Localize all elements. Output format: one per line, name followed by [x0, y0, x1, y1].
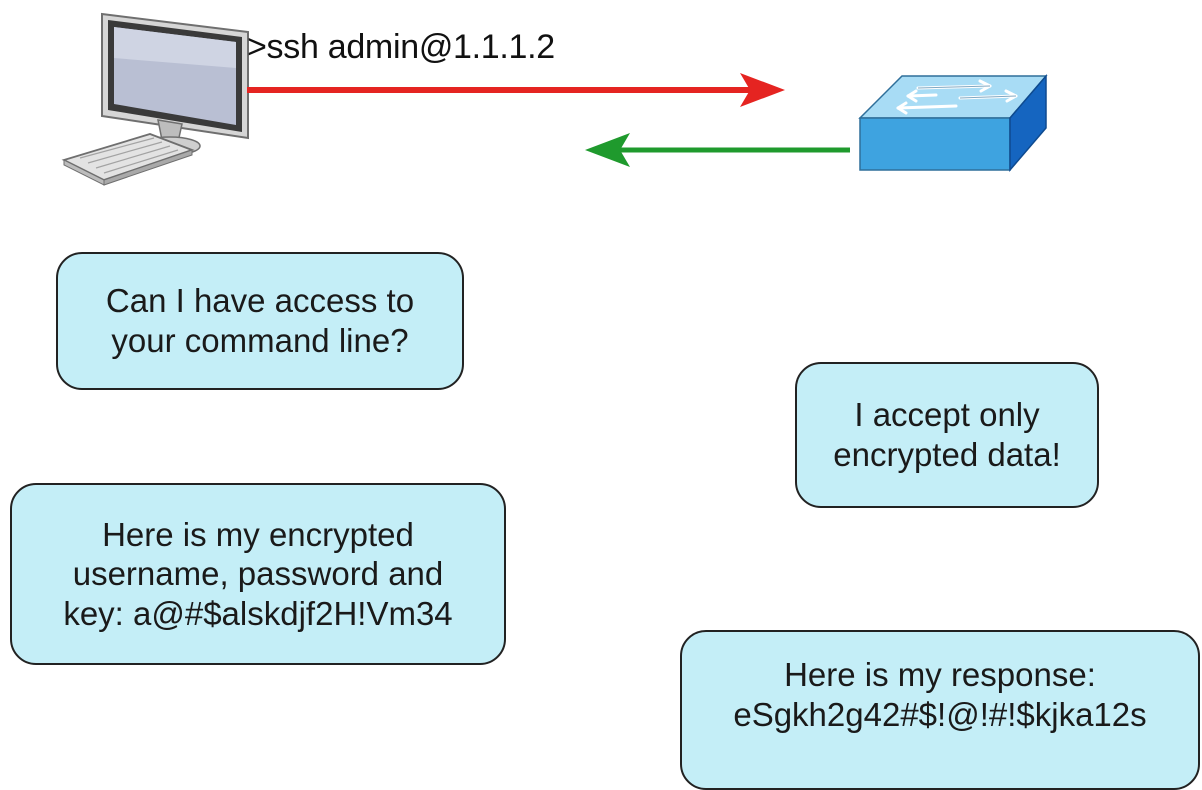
- bubble-text-line: key: a@#$alskdjf2H!Vm34: [63, 594, 453, 632]
- ssh-diagram: >ssh admin@1.1.1.2: [10, 12, 1200, 790]
- switch-response-bubble: Here is my response: eSgkh2g42#$!@!#!$kj…: [680, 630, 1200, 790]
- switch-icon: [858, 73, 1048, 173]
- arrows-layer: [247, 73, 850, 167]
- bubble-text-line: username, password and: [72, 555, 444, 593]
- bubble-text-line: your command line?: [111, 322, 409, 359]
- response-arrow: [585, 133, 850, 167]
- bubble-text-line: Can I have access to: [105, 282, 415, 320]
- request-arrow: [247, 73, 785, 107]
- client-credentials-bubble: Here is my encrypted username, password …: [10, 483, 506, 665]
- bubble-text-line: I accept only: [854, 396, 1040, 434]
- bubble-text-line: Here is my encrypted: [102, 515, 414, 553]
- bubble-text-line: Here is my response:: [784, 656, 1096, 694]
- bubble-text-line: encrypted data!: [833, 436, 1061, 473]
- ssh-command-label: >ssh admin@1.1.1.2: [247, 28, 555, 66]
- switch-reply-bubble: I accept only encrypted data!: [795, 362, 1099, 508]
- client-request-bubble: Can I have access to your command line?: [56, 252, 464, 390]
- bubble-text-line: eSgkh2g42#$!@!#!$kjka12s: [733, 696, 1147, 733]
- computer-icon: [61, 12, 249, 186]
